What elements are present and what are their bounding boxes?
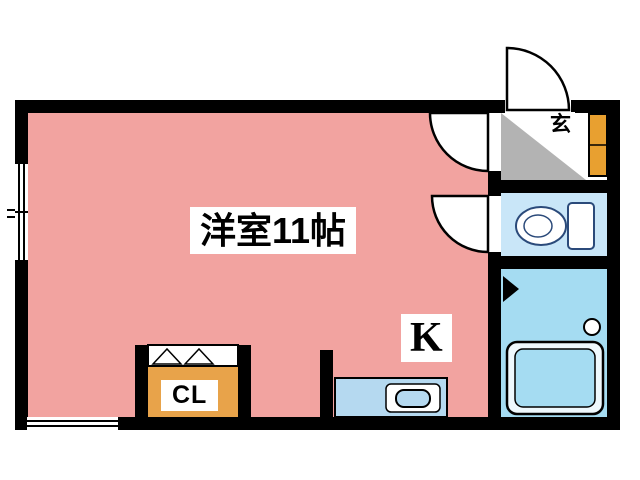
wall-right — [607, 100, 620, 430]
folding-door-fold-icon — [151, 347, 183, 365]
window-bottom-pane-line — [25, 420, 120, 422]
window-left-cap — [15, 260, 28, 262]
window-bottom-cap — [118, 417, 120, 430]
entrance-door-swing-icon — [505, 46, 571, 112]
window-left-cap — [15, 162, 28, 164]
wall-left — [15, 100, 28, 430]
toilet-tank-icon — [567, 202, 595, 250]
kitchen-sink-basin-icon — [395, 389, 431, 408]
window-left-tick — [7, 209, 15, 211]
wall-closet-right — [238, 345, 251, 417]
bathroom-drain-icon — [583, 318, 601, 336]
entrance-label: 玄 — [546, 112, 575, 139]
wall-divider-vertical-lower — [488, 252, 501, 417]
main-room-floor — [28, 113, 488, 417]
window-left-center-mullion — [15, 211, 28, 213]
entrance-step-area — [501, 113, 586, 180]
wall-divider-vertical-upper — [488, 171, 501, 196]
bathroom-door-marker-icon — [503, 276, 519, 302]
wall-top — [15, 100, 620, 113]
toilet-bowl-inner-icon — [523, 214, 553, 238]
window-bottom-opening — [25, 417, 120, 430]
window-left-tick — [7, 216, 15, 218]
wall-toilet-bathroom-divider — [501, 256, 607, 269]
wall-entrance-toilet-divider — [501, 180, 607, 193]
toilet-bowl-icon — [515, 206, 567, 246]
main-room-door-swing-icon — [428, 111, 490, 173]
wall-bottom — [15, 417, 620, 430]
folding-door-fold-icon — [183, 347, 215, 365]
main-room-label: 洋室11帖 — [190, 207, 357, 255]
toilet-door-swing-icon — [430, 194, 490, 254]
window-bottom-pane-line — [25, 425, 120, 427]
window-bottom-cap — [25, 417, 27, 430]
toilet-icon — [515, 202, 595, 250]
wall-kitchen-stub — [320, 350, 333, 417]
wall-closet-left — [135, 345, 148, 417]
kitchen-label: K — [401, 314, 452, 363]
bathtub-inner-icon — [514, 348, 596, 408]
closet-label: CL — [161, 380, 219, 411]
